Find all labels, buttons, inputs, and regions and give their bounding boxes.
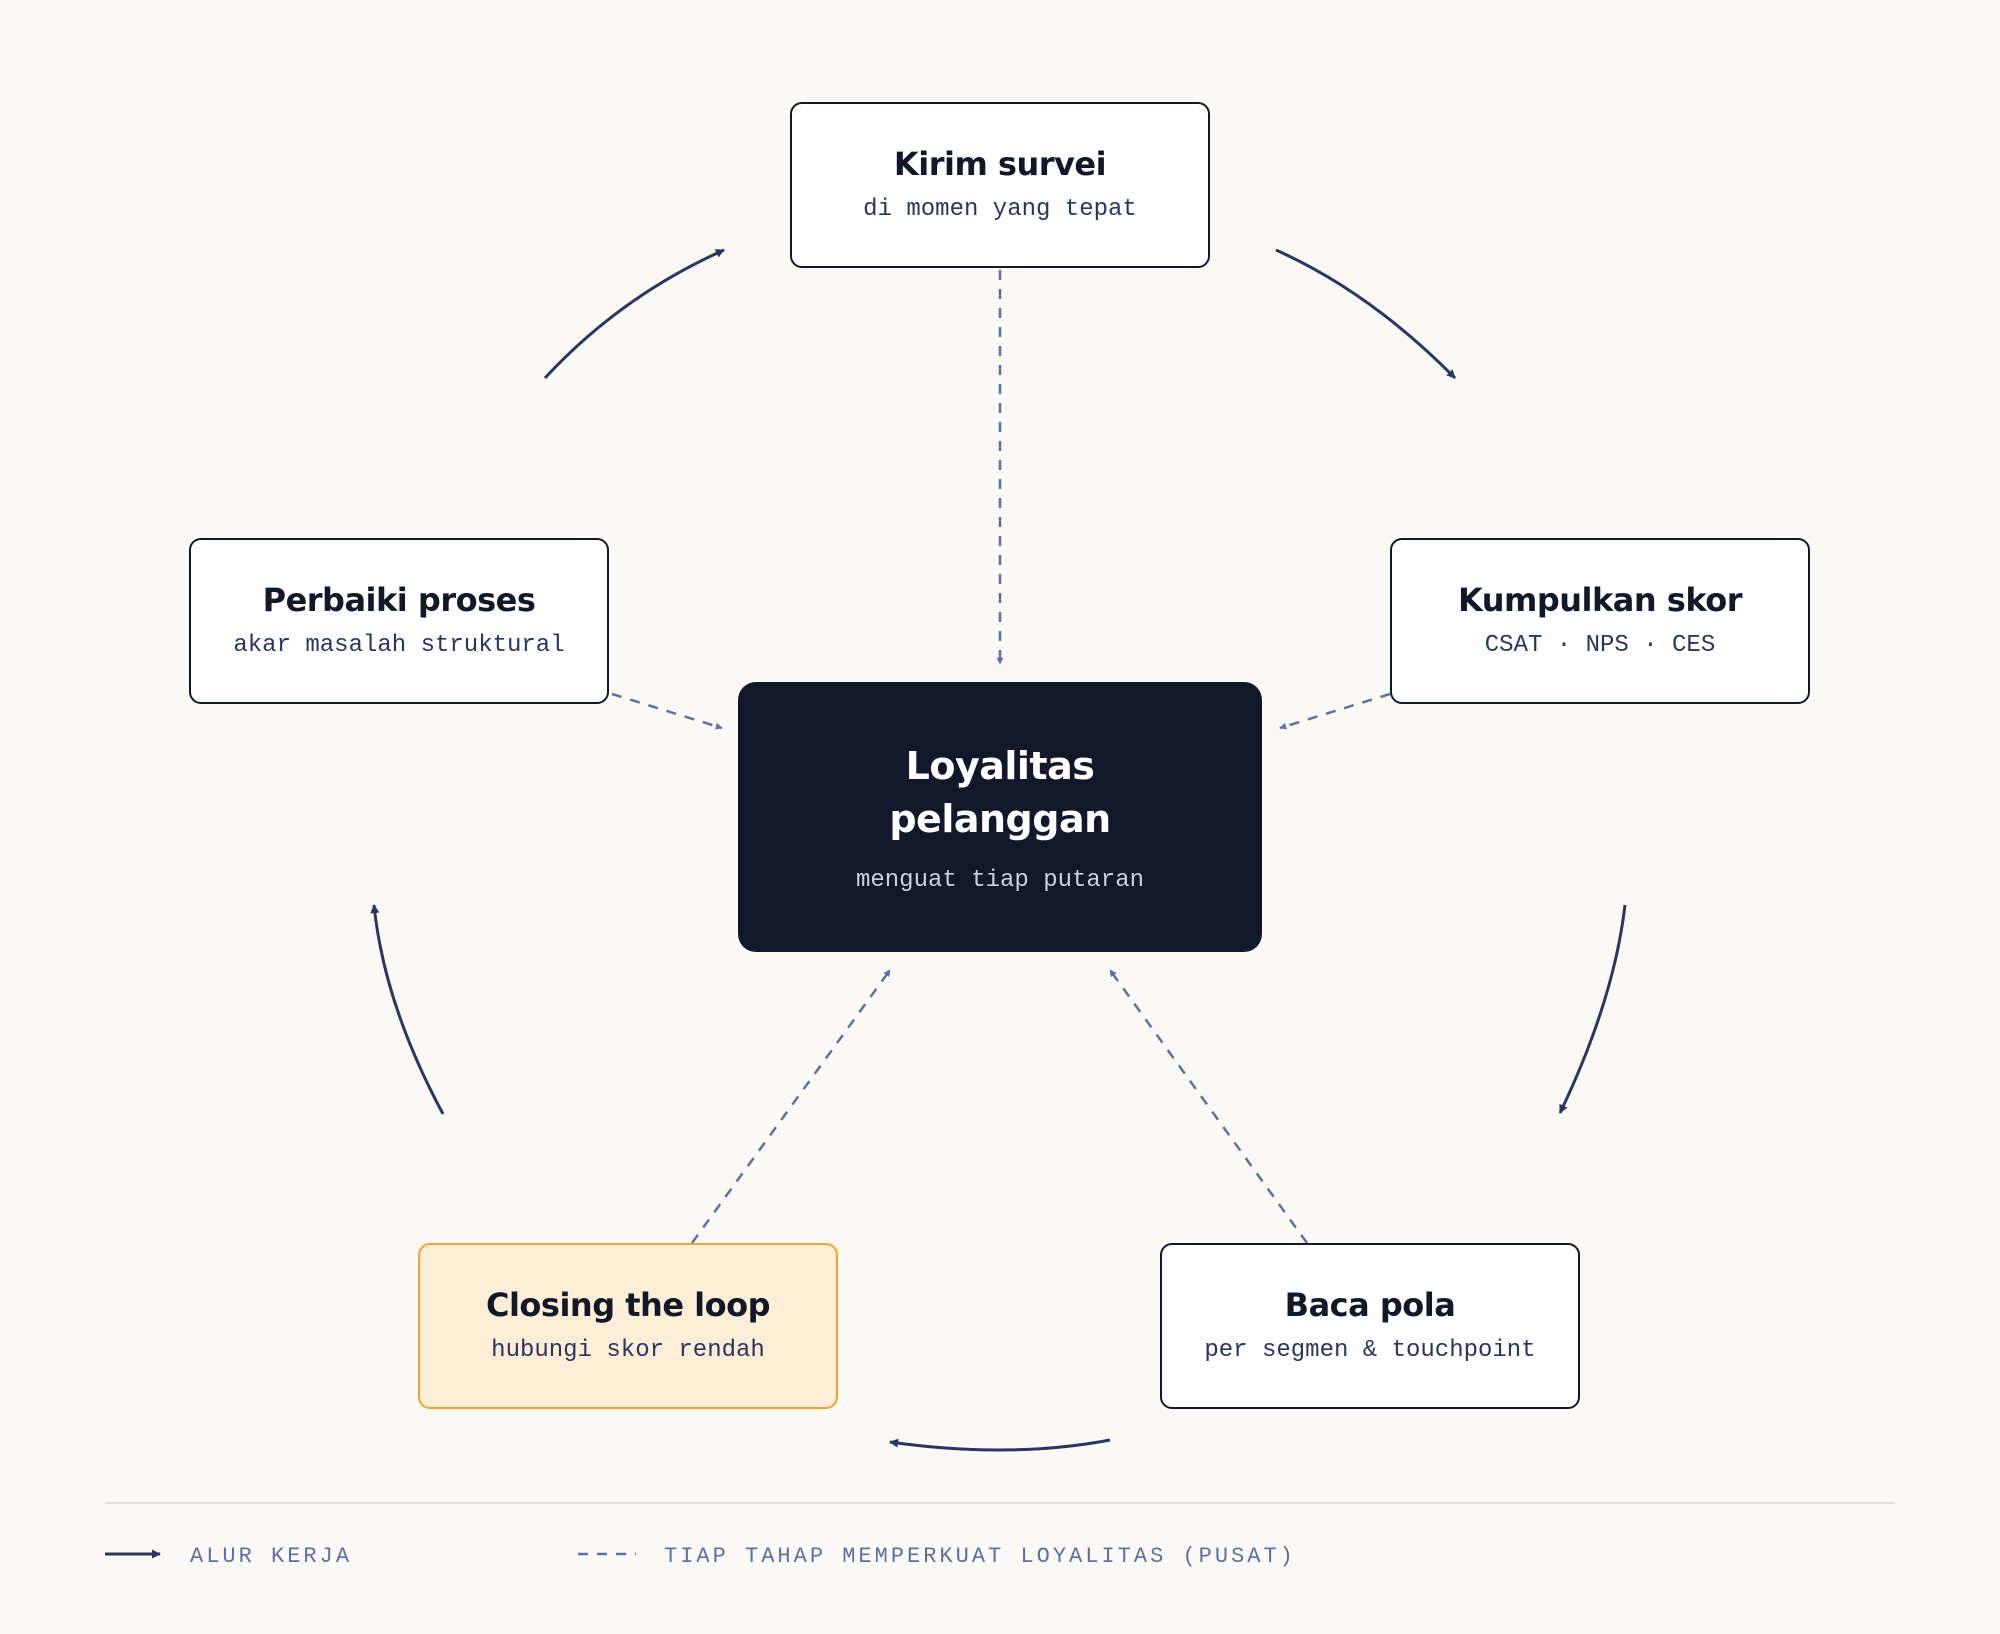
dashed-connector-right (1279, 692, 1391, 730)
legend-divider (105, 1502, 1895, 1504)
stage-node-kirim-survei: Kirim survei di momen yang tepat (790, 102, 1210, 268)
legend-flow-label: ALUR KERJA (190, 1544, 353, 1569)
flow-arrow-right-to-bottom-right (1558, 904, 1627, 1114)
center-title: Loyalitas pelanggan (889, 744, 1111, 841)
legend-dashed-label: TIAP TAHAP MEMPERKUAT LOYALITAS (PUSAT) (664, 1544, 1296, 1569)
flow-arrow-bottom-left-to-left (370, 904, 445, 1115)
stage-node-baca-pola: Baca pola per segmen & touchpoint (1160, 1243, 1580, 1409)
node-subtitle: hubungi skor rendah (491, 1337, 765, 1365)
dashed-connector-bottom-left (690, 969, 892, 1244)
stage-node-perbaiki-proses: Perbaiki proses akar masalah struktural (189, 538, 609, 704)
dashed-connector-bottom-right (1108, 969, 1309, 1244)
flow-arrow-left-to-top (543, 248, 725, 380)
center-subtitle: menguat tiap putaran (855, 866, 1145, 894)
node-title: Closing the loop (485, 1285, 771, 1324)
stage-node-kumpulkan-skor: Kumpulkan skor CSAT · NPS · CES (1390, 538, 1810, 704)
node-subtitle: CSAT · NPS · CES (1484, 632, 1716, 660)
center-node-loyalitas: Loyalitas pelanggan menguat tiap putaran (738, 682, 1262, 952)
node-subtitle: per segmen & touchpoint (1204, 1337, 1536, 1365)
node-title: Kirim survei (893, 144, 1107, 183)
node-subtitle: akar masalah struktural (233, 632, 565, 660)
stage-node-closing-the-loop: Closing the loop hubungi skor rendah (418, 1243, 838, 1409)
node-title: Kumpulkan skor (1457, 580, 1743, 619)
node-subtitle: di momen yang tepat (863, 196, 1137, 224)
dashed-connector-left (611, 692, 723, 730)
flow-arrow-top-to-right (1275, 248, 1457, 380)
node-title: Baca pola (1284, 1285, 1456, 1324)
node-title: Perbaiki proses (262, 580, 536, 619)
flow-arrow-bottom-right-to-bottom-left (889, 1438, 1111, 1452)
